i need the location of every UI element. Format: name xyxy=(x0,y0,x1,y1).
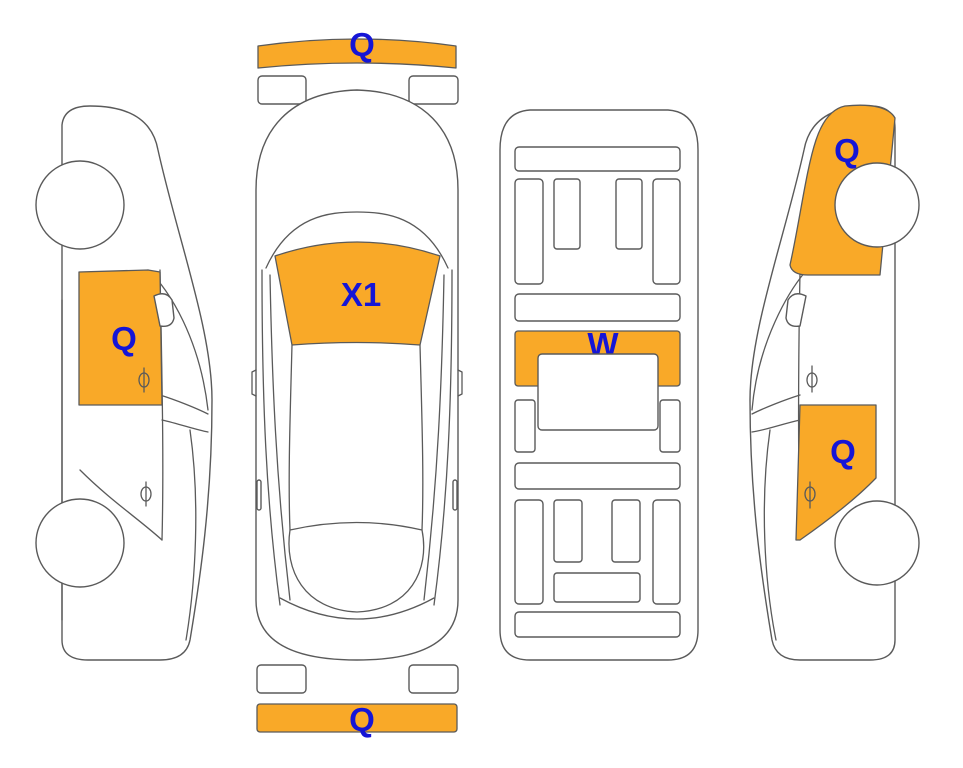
car-top-view: X1 xyxy=(251,89,463,661)
sunroof xyxy=(537,353,659,431)
dashboard xyxy=(514,146,681,172)
rear-window xyxy=(288,521,425,613)
right-window-line xyxy=(423,274,445,601)
rear-right-light xyxy=(408,664,459,694)
front-seat-back xyxy=(514,293,681,322)
trunk-line xyxy=(279,597,435,620)
car-right-side-view: Q Q xyxy=(749,104,920,661)
right-handle xyxy=(452,479,458,511)
front-bumper-label: Q xyxy=(349,26,375,63)
car-left-side-view: Q xyxy=(35,105,213,661)
right-front-door-highlight[interactable] xyxy=(795,404,877,541)
left-rear-handle-grip xyxy=(140,486,152,502)
rear-right-seat xyxy=(611,499,641,563)
front-left-door-panel xyxy=(514,178,544,285)
top-view-body xyxy=(255,89,459,661)
left-front-door-label: Q xyxy=(111,320,137,357)
left-window-line xyxy=(269,274,291,601)
windshield-highlight[interactable] xyxy=(274,241,441,346)
rear-left-seat xyxy=(553,499,583,563)
left-mirror xyxy=(251,369,257,397)
left-handle xyxy=(256,479,262,511)
car-interior-view: W xyxy=(499,109,699,661)
hood-line xyxy=(265,211,449,269)
rear-console xyxy=(553,572,641,603)
left-beltline xyxy=(159,394,209,415)
driver-seat xyxy=(553,178,581,250)
left-front-wheel xyxy=(35,160,125,250)
right-rear-wheel xyxy=(834,500,920,586)
right-front-handle-grip xyxy=(806,372,818,388)
left-rear-wheel xyxy=(35,498,125,588)
roof-right xyxy=(419,344,424,531)
mid-right-pillar xyxy=(659,399,681,453)
front-bumper-group[interactable]: Q xyxy=(257,26,457,69)
rear-shelf xyxy=(514,611,681,638)
left-front-handle-grip xyxy=(138,372,150,388)
left-beltline-2 xyxy=(161,419,209,433)
right-rear-handle-grip xyxy=(804,486,816,502)
right-rear-contour xyxy=(763,429,777,641)
right-a-pillar xyxy=(751,271,806,411)
left-front-door-highlight[interactable] xyxy=(78,269,163,406)
right-rear-fender-label: Q xyxy=(834,132,860,169)
rear-seat-back xyxy=(514,462,681,490)
right-beltline-2 xyxy=(751,419,801,433)
windshield-label: X1 xyxy=(341,276,381,313)
roof-left xyxy=(288,344,293,531)
left-side-mirror xyxy=(153,293,175,328)
mid-left-pillar xyxy=(514,399,536,453)
right-front-wheel xyxy=(834,162,920,248)
roof-group[interactable]: W xyxy=(514,326,681,431)
front-left-light xyxy=(257,75,307,105)
front-right-light xyxy=(408,75,459,105)
rear-left-light xyxy=(256,664,307,694)
right-mirror xyxy=(457,369,463,397)
front-right-door-panel xyxy=(652,178,681,285)
right-side-mirror xyxy=(785,293,807,328)
rear-bumper-label: Q xyxy=(349,701,375,738)
left-rear-contour xyxy=(185,429,197,641)
rear-right-door-panel xyxy=(652,499,681,605)
left-body-line xyxy=(261,269,281,606)
rear-bumper-highlight[interactable] xyxy=(256,703,458,733)
rear-left-door-panel xyxy=(514,499,544,605)
right-beltline xyxy=(751,394,801,415)
right-body-line xyxy=(433,269,453,606)
front-bumper-highlight[interactable] xyxy=(257,38,457,69)
passenger-seat xyxy=(615,178,643,250)
right-front-door-label: Q xyxy=(830,433,856,470)
rear-bumper-group[interactable]: Q xyxy=(256,701,458,738)
left-rear-door-line xyxy=(79,469,163,541)
